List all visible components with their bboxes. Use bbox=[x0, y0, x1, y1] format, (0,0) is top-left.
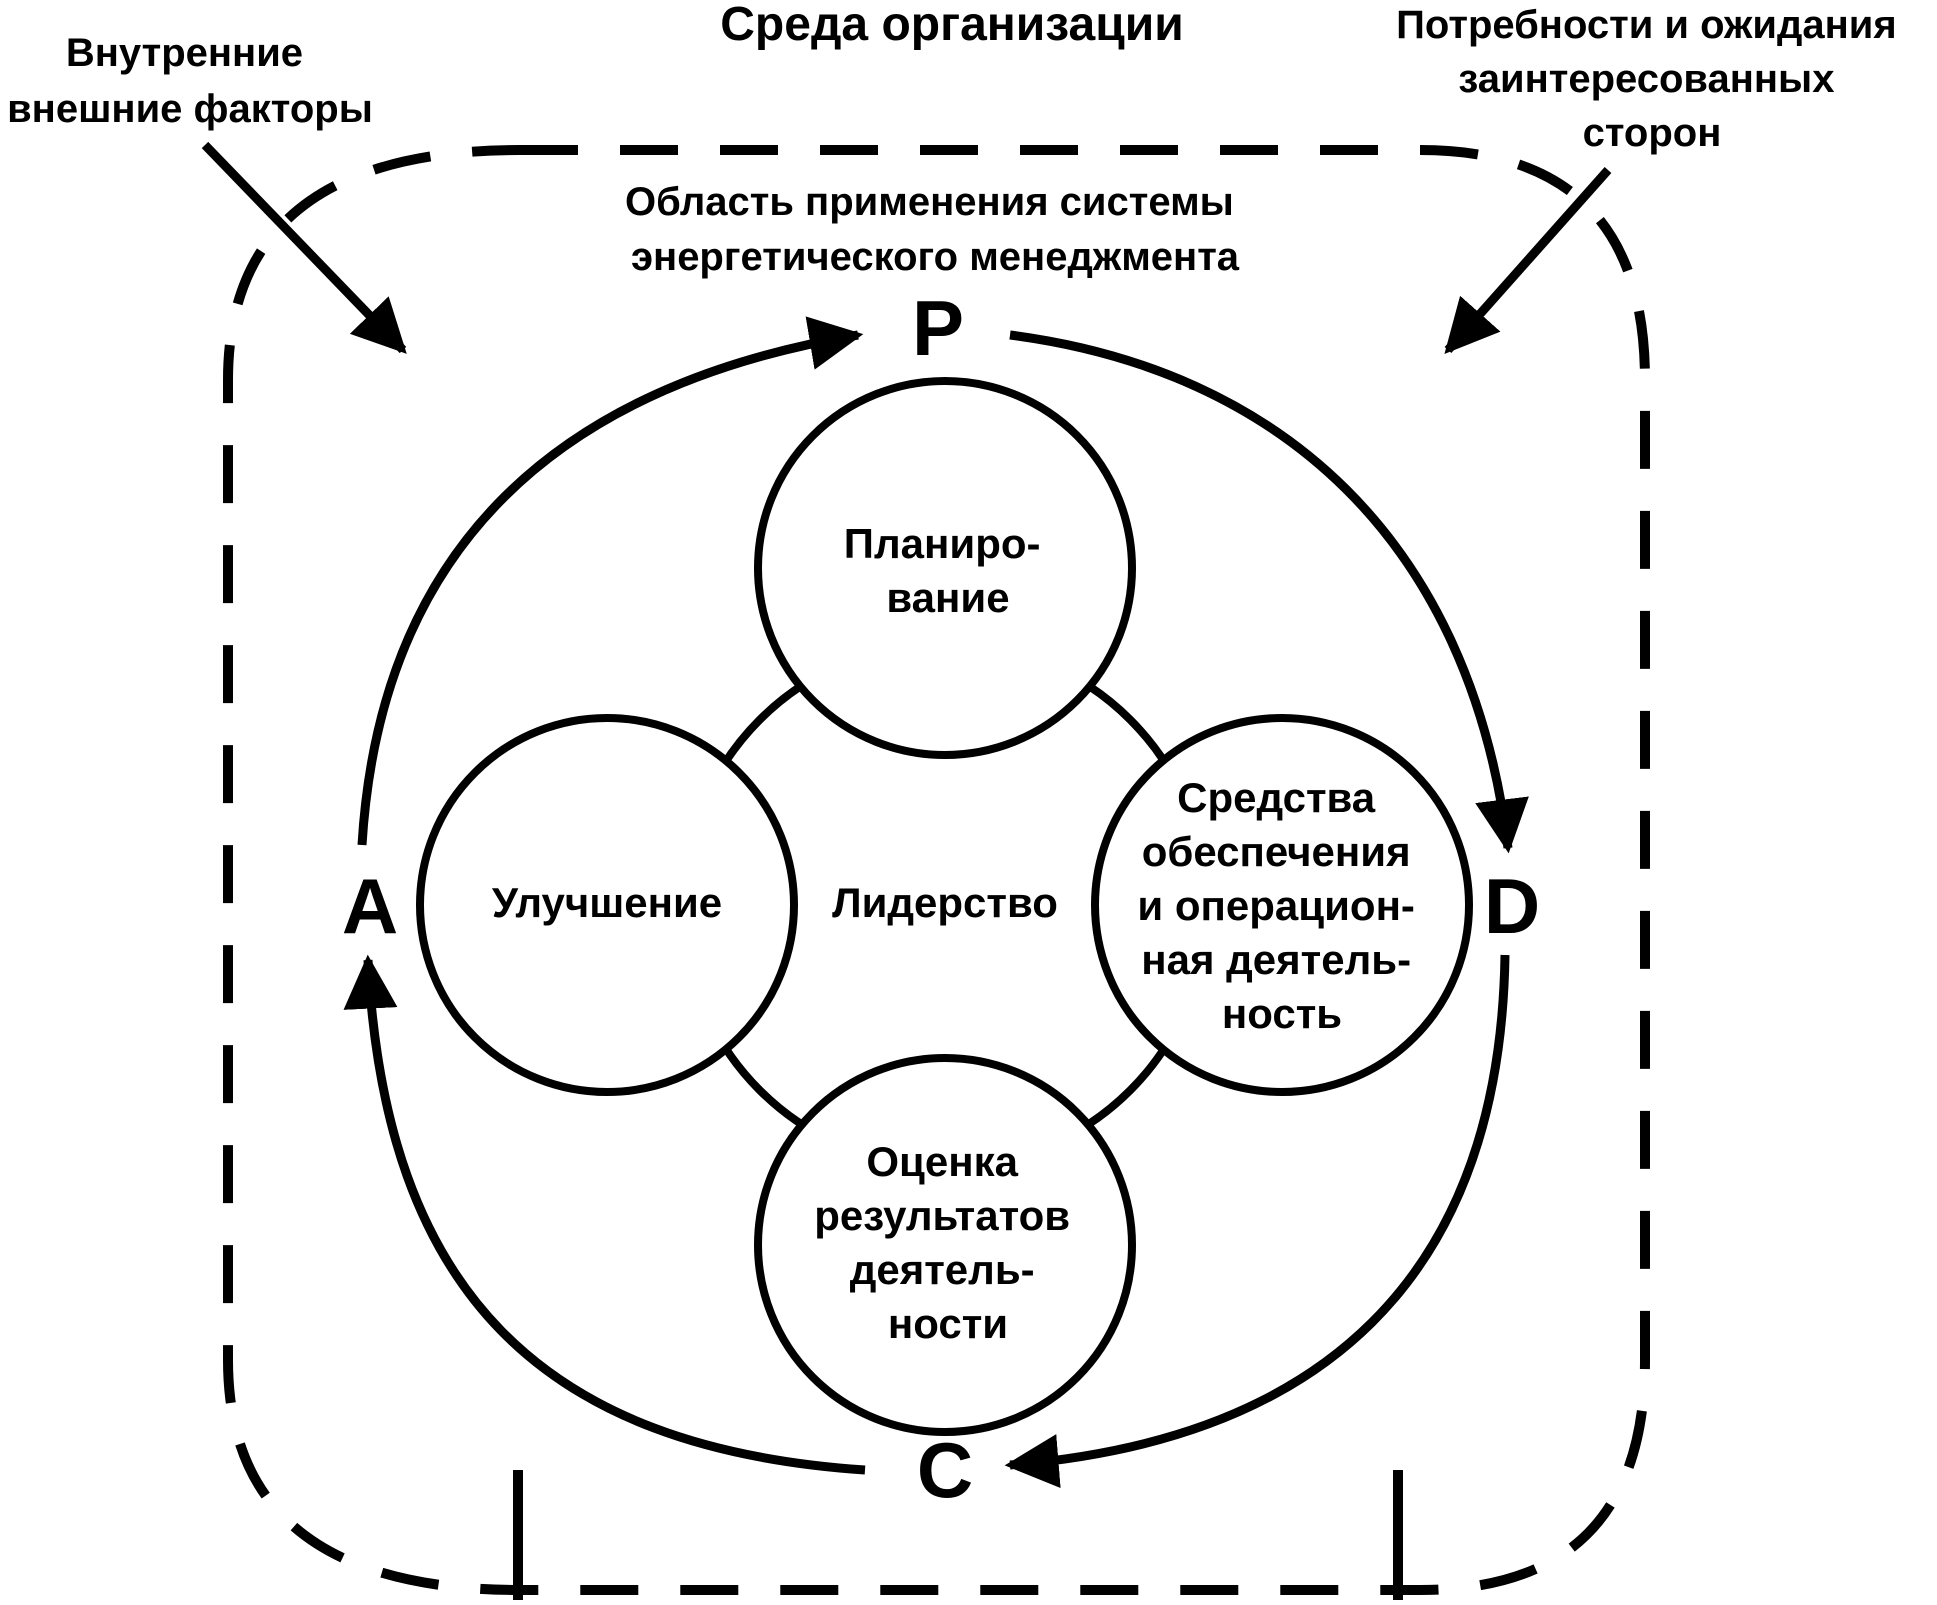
evaluation-label: Оценка результатов деятель- ности bbox=[814, 1138, 1082, 1347]
stakeholder-needs-label: Потребности и ожидания заинтересованных … bbox=[1396, 3, 1908, 155]
support-operation-circle bbox=[1091, 714, 1473, 1096]
cycle-arc-c-to-a bbox=[343, 954, 866, 1475]
internal-external-factors-label: Внутренние внешние факторы bbox=[7, 31, 373, 131]
pdca-letter-c: C bbox=[917, 1426, 973, 1514]
organization-environment-title: Среда организации bbox=[720, 0, 1183, 51]
planning-circle bbox=[754, 377, 1136, 759]
pdca-letter-d: D bbox=[1484, 862, 1540, 950]
improvement-circle bbox=[416, 714, 798, 1096]
support-operation-label: Средства обеспечения и операцион- ная де… bbox=[1137, 774, 1426, 1037]
pdca-cycle bbox=[343, 316, 1529, 1488]
organization-boundary bbox=[223, 145, 1650, 1600]
planning-label: Планиро- вание bbox=[844, 520, 1052, 621]
internal-external-factors-arrow bbox=[201, 141, 407, 354]
evaluation-circle bbox=[754, 1054, 1136, 1436]
cycle-arc-d-to-c bbox=[1004, 954, 1510, 1488]
pdca-letter-p: P bbox=[912, 284, 964, 372]
improvement-label: Улучшение bbox=[492, 879, 722, 926]
cycle-arc-a-to-p bbox=[357, 316, 864, 846]
process-circles bbox=[416, 377, 1473, 1436]
stakeholder-needs-arrow bbox=[1444, 167, 1612, 355]
pdca-letter-a: A bbox=[342, 862, 398, 950]
cycle-arc-p-to-d bbox=[1009, 330, 1529, 854]
leadership-label: Лидерство bbox=[832, 879, 1058, 926]
energy-management-scope-label: Область применения системы энергетическо… bbox=[625, 180, 1245, 279]
